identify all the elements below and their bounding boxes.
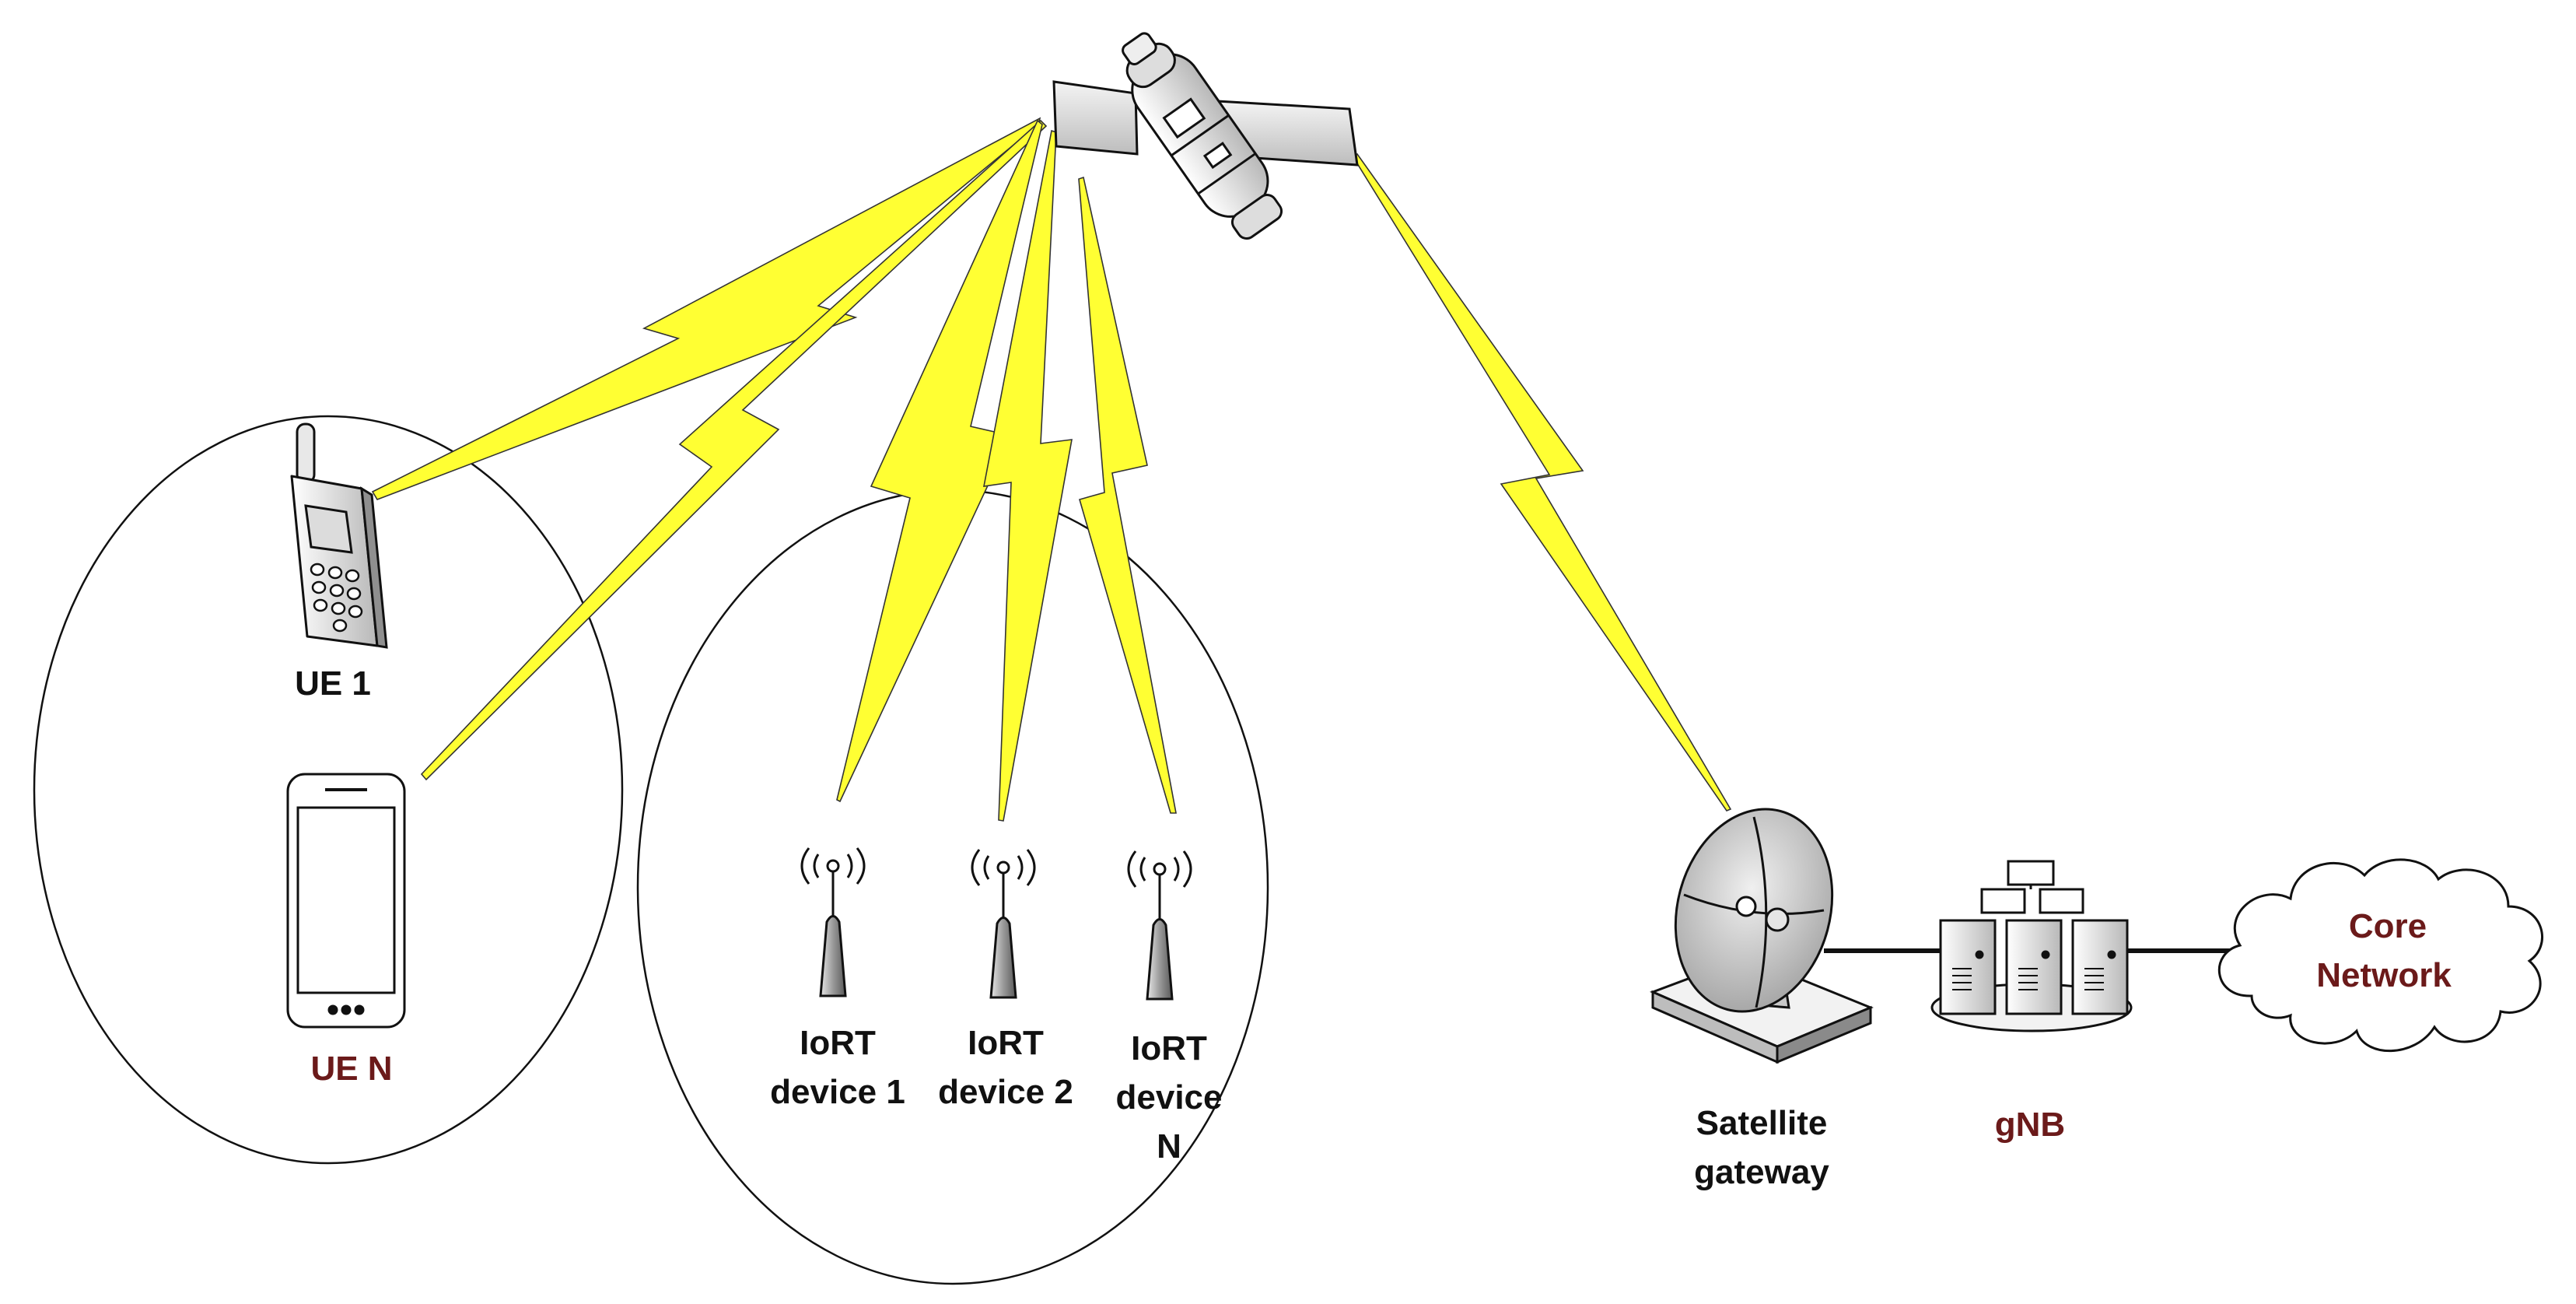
antenna-icon: [1127, 850, 1192, 1001]
iort1-label-line1: IoRT: [800, 1024, 876, 1062]
iort2-label-line1: IoRT: [968, 1024, 1044, 1062]
gnb-label: gNB: [1995, 1106, 2065, 1144]
feature-phone-icon: [290, 422, 388, 649]
gateway-label-line1: Satellite: [1696, 1104, 1828, 1142]
link-gateway: [1352, 152, 1732, 811]
link-uen: [420, 119, 1048, 781]
iortn-label-line3: N: [1157, 1127, 1181, 1166]
uen-label: UE N: [310, 1050, 392, 1088]
antenna-icon: [971, 849, 1036, 999]
core-network-label-line2: Network: [2316, 956, 2452, 994]
link-iortn: [1078, 176, 1177, 814]
satellite-icon: [1052, 32, 1359, 240]
iortn-label-line2: device: [1116, 1078, 1223, 1116]
radio-links: [371, 117, 1732, 822]
link-iort1: [836, 119, 1043, 803]
server-rack-icon: [1930, 860, 2133, 1032]
core-network-label-line1: Core: [2349, 907, 2427, 945]
link-iort2: [983, 129, 1073, 822]
iort1-label-line2: device 1: [770, 1073, 905, 1111]
cloud-icon: [2217, 858, 2543, 1053]
smartphone-icon: [286, 773, 406, 1029]
iort2-label-line2: device 2: [938, 1073, 1073, 1111]
ue-coverage-area: [33, 415, 624, 1165]
gateway-label-line2: gateway: [1694, 1153, 1829, 1191]
satellite-dish-icon: [1650, 808, 1874, 1064]
iortn-label-line1: IoRT: [1131, 1029, 1207, 1067]
ue1-label: UE 1: [295, 664, 371, 703]
antenna-icon: [800, 847, 866, 997]
